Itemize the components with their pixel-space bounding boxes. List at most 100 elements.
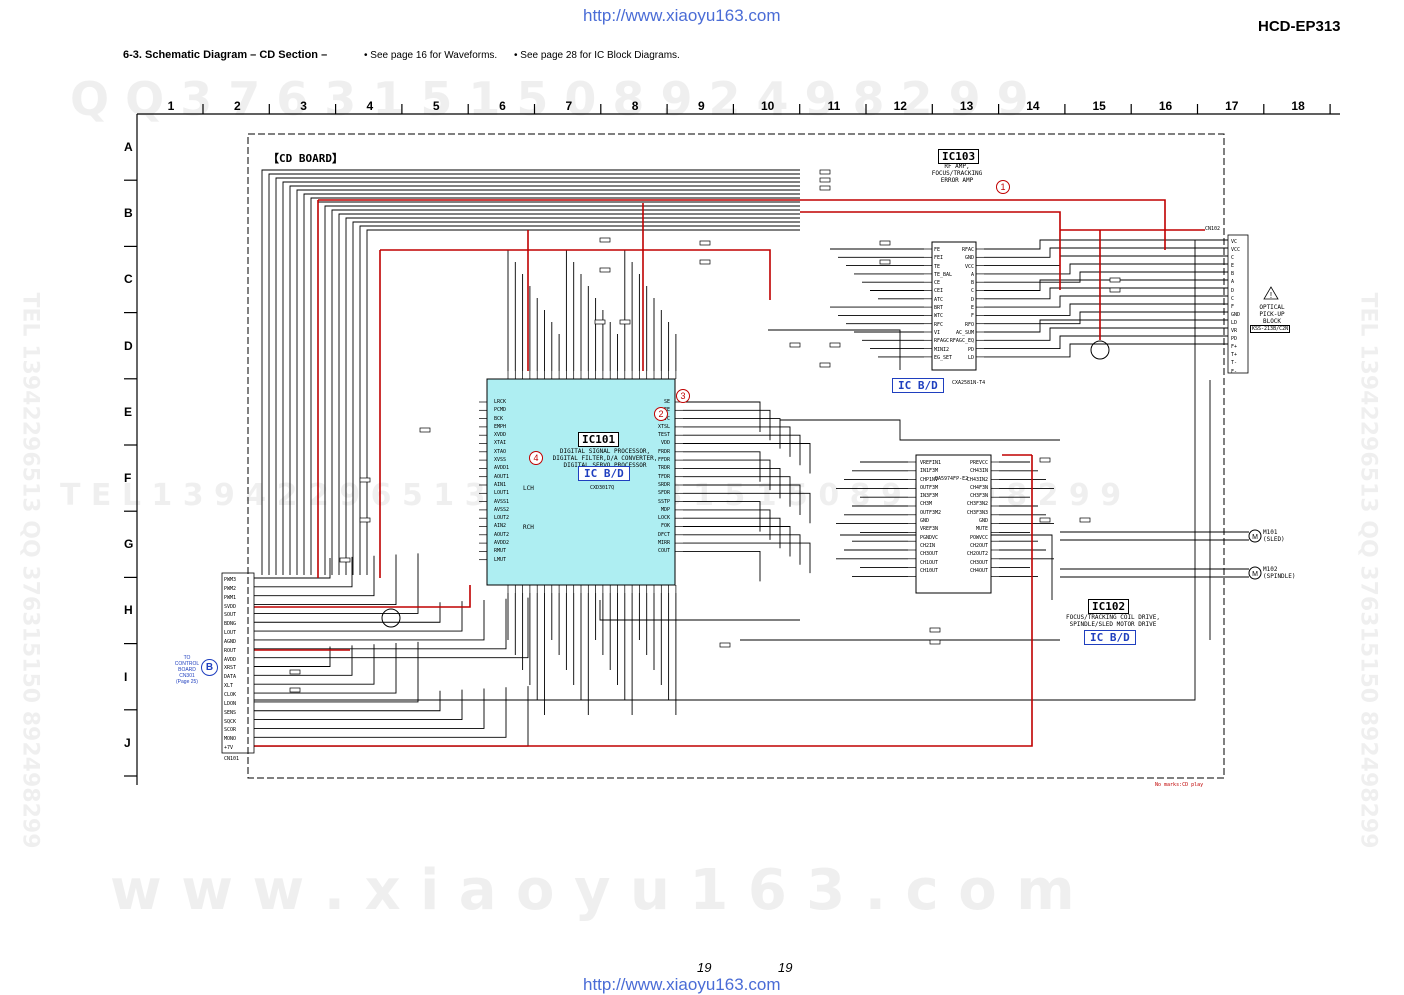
bus-wire — [254, 689, 463, 721]
ic103-right-wire — [984, 239, 1228, 250]
pin-label: AVSS1 — [494, 498, 510, 505]
column-number: 17 — [1225, 99, 1239, 113]
pin-label: SE — [663, 399, 670, 405]
pin-label: F- — [1231, 368, 1238, 375]
pin-label: LD — [967, 354, 974, 361]
waveform-marker-2[interactable]: 2 — [654, 407, 668, 421]
column-number: 16 — [1158, 99, 1173, 113]
resistor — [719, 642, 731, 648]
waveform-marker-3[interactable]: 3 — [676, 389, 690, 403]
resistor — [339, 557, 351, 563]
row-letter: I — [124, 669, 128, 684]
bottom-url[interactable]: http://www.xiaoyu163.com — [583, 975, 781, 994]
resistor — [289, 687, 301, 693]
pin-label: SSTP — [657, 498, 670, 505]
top-url[interactable]: http://www.xiaoyu163.com — [583, 6, 781, 25]
pin-label: MUTE — [975, 526, 988, 533]
rail-wire — [338, 213, 800, 575]
row-letter: A — [124, 140, 133, 154]
pin-label: RFAGC — [934, 338, 950, 345]
right-pin-wire — [683, 550, 761, 582]
ic101-block-diagram-ref[interactable]: IC B/D — [578, 466, 630, 481]
resistor — [699, 240, 711, 246]
pin-label: AIN2 — [494, 523, 507, 530]
wire — [599, 600, 800, 621]
pin-label: WTC — [934, 313, 944, 320]
ic103-right-wire — [984, 295, 1228, 308]
signal-wires — [254, 169, 1249, 747]
grid-lines — [124, 104, 1340, 785]
ic102-block-diagram-ref[interactable]: IC B/D — [1084, 630, 1136, 645]
resistor — [879, 240, 891, 246]
resistor — [289, 669, 301, 675]
spindle-motor-icon — [1248, 566, 1262, 580]
pin-label: PCMD — [494, 407, 507, 414]
cn101-name: CN101 — [224, 756, 240, 762]
waveform-marker-1[interactable]: 1 — [996, 180, 1010, 194]
power-wire — [254, 455, 1033, 747]
pin-label: POWVCC — [969, 534, 988, 541]
rail-wire — [359, 225, 800, 575]
pin-label: VC — [663, 415, 670, 422]
pin-label: SOUT — [224, 612, 237, 619]
transistor-q102-icon — [381, 608, 401, 628]
spindle-motor-label: M102 (SPINDLE) — [1263, 566, 1296, 580]
pin-label: VI — [934, 329, 941, 336]
bus-wire — [254, 643, 397, 694]
resistor — [789, 342, 801, 348]
ic101-lch-label: LCH — [523, 485, 534, 492]
pin-label: SENS — [224, 709, 237, 716]
pin-label: CH4F3N — [969, 484, 988, 491]
transistor-q101-icon — [1090, 340, 1110, 360]
ic101-rch-label: RCH — [523, 524, 534, 531]
rail-wire — [282, 181, 800, 575]
pin-label: DATA — [224, 674, 237, 681]
ic103-right-wire — [984, 279, 1228, 291]
ic103-body — [931, 241, 977, 371]
pin-label: XTAO — [494, 448, 507, 455]
pin-label: VREFIN1 — [920, 460, 942, 466]
pin-label: RFC — [934, 321, 944, 328]
power-wires — [254, 199, 1205, 747]
board-ref-b-circle[interactable]: B — [201, 659, 218, 676]
row-letter: D — [124, 338, 133, 353]
pin-label: VDD — [660, 440, 670, 447]
pin-label: VREF3N — [920, 526, 939, 533]
ic101-part-number: CXD3017Q — [590, 485, 615, 491]
pin-label: T+ — [1231, 352, 1238, 359]
pin-label: AOUT1 — [494, 473, 510, 480]
pin-label: PWM1 — [224, 594, 237, 601]
waveform-marker-4[interactable]: 4 — [529, 451, 543, 465]
bus-wire — [254, 597, 529, 659]
right-pin-wire — [683, 542, 811, 574]
ic103-right-wire — [984, 335, 1228, 350]
pin-label: CH2IN — [920, 542, 936, 549]
sled-motor-label: M101 (SLED) — [1263, 529, 1285, 543]
pin-label: XTSL — [657, 423, 670, 430]
pin-label: COUT — [657, 548, 670, 555]
cn101-connector — [221, 572, 255, 754]
pin-label: F+ — [1231, 344, 1238, 351]
bus-wire — [254, 601, 463, 632]
right-pin-wire — [683, 409, 771, 441]
right-pin-wire — [683, 526, 791, 557]
power-wire — [254, 585, 471, 608]
pin-label: PREVCC — [969, 460, 988, 466]
resistor — [1079, 517, 1091, 523]
pin-label: OUTF3M2 — [920, 509, 942, 516]
pin-label: AIN1 — [494, 481, 507, 488]
pin-label: GND — [920, 518, 930, 525]
pin-label: C — [1231, 255, 1235, 262]
pin-label: RMUT — [494, 548, 507, 555]
resistor — [619, 319, 631, 325]
power-wire — [380, 249, 771, 300]
ic103-right-wire — [984, 303, 1228, 316]
row-letter: J — [124, 735, 131, 750]
ic103-block-diagram-ref[interactable]: IC B/D — [892, 378, 944, 393]
pin-label: EMPH — [494, 423, 507, 430]
pin-label: ATC — [934, 296, 944, 303]
pin-label: AGND — [224, 638, 237, 645]
pin-label: SRDR — [657, 481, 670, 488]
pin-label: MIRR — [657, 540, 670, 547]
